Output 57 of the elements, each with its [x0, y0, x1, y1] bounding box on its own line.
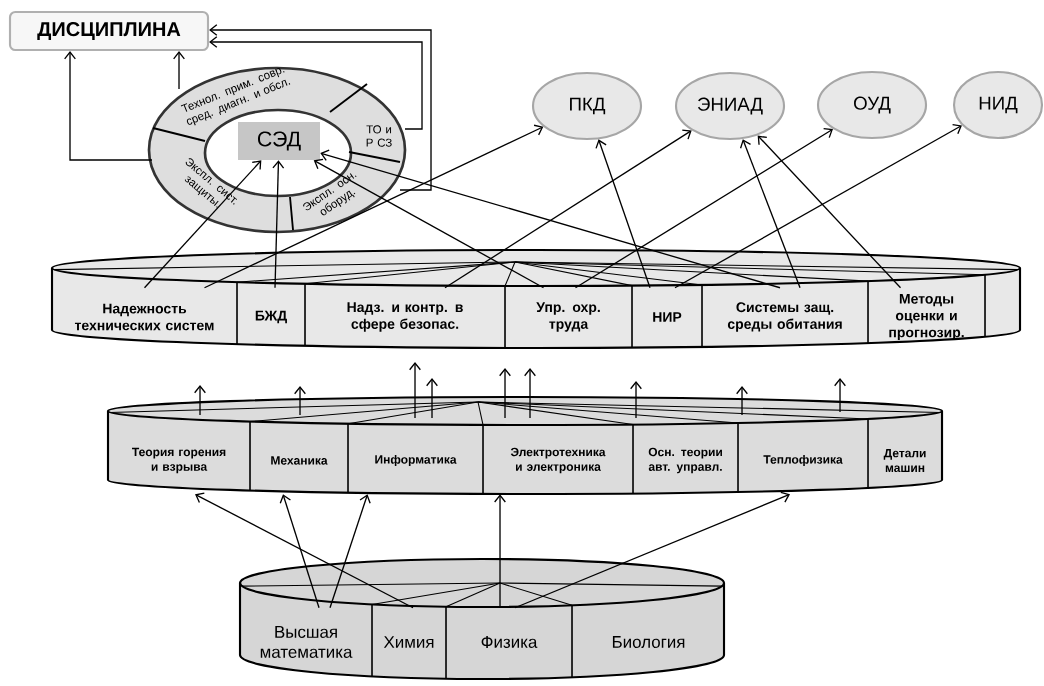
discipline-box: ДИСЦИПЛИНА: [8, 10, 210, 52]
arrow: [736, 386, 748, 416]
disc-drawing: [238, 557, 726, 681]
arrow: [294, 386, 306, 416]
arrow: [674, 123, 962, 289]
arrow: [426, 378, 438, 419]
arrow: [209, 36, 423, 130]
arrow: [444, 129, 692, 289]
arrow: [195, 492, 414, 609]
segment-label: Биология: [612, 636, 685, 648]
arrow: [313, 158, 545, 289]
arrow: [194, 385, 206, 416]
arrow: [595, 139, 651, 289]
arrow: [143, 160, 262, 289]
segment-label: Надежность технических систем: [74, 303, 214, 331]
arrow: [514, 491, 790, 609]
segment-label: Высшая математика: [260, 626, 353, 658]
arrow: [173, 51, 185, 90]
oval-node: НИД: [952, 70, 1044, 140]
arrow: [409, 362, 421, 419]
segment-label: Теплофизика: [763, 454, 843, 467]
arrow: [757, 135, 902, 289]
arrow: [203, 124, 544, 289]
arrow: [272, 160, 285, 289]
arrow: [279, 494, 320, 609]
segment-label: Упр. охр. труда: [536, 302, 600, 332]
arrow: [574, 127, 833, 289]
segment-label: НИР: [653, 312, 682, 322]
arrow: [209, 24, 432, 191]
segment-label: Системы защ. среды обитания: [727, 302, 842, 332]
disc-drawing: [50, 248, 1022, 350]
segment-label: Методы оценки и прогнозир.: [889, 293, 964, 341]
disc-drawing: [106, 395, 944, 496]
center-box: СЭД: [238, 122, 320, 160]
arrow: [329, 494, 371, 609]
segment-label: БЖД: [255, 310, 287, 324]
segment-label: Электротехника и электроника: [510, 447, 606, 474]
arrow: [834, 378, 846, 413]
arrow: [499, 368, 511, 419]
oval-node: ПКД: [531, 71, 643, 141]
arrow: [320, 149, 781, 289]
segment-label: Химия: [383, 636, 434, 648]
arrow: [739, 139, 801, 289]
arrow: [494, 494, 506, 609]
segment-label: Надз. и контр. в сфере безопас.: [347, 302, 463, 332]
segment-label: Физика: [481, 636, 538, 648]
ring-segment-label: ТО и Р СЗ: [366, 125, 392, 147]
segment-label: Осн. теории авт. управл.: [648, 447, 722, 474]
arrow: [630, 381, 642, 419]
segment-label: Механика: [271, 456, 328, 465]
arrow: [64, 51, 153, 161]
segment-label: Детали машин: [883, 449, 926, 473]
oval-node: ЭНИАД: [674, 71, 786, 141]
oval-node: ОУД: [816, 70, 928, 140]
segment-label: Информатика: [375, 454, 457, 467]
segment-label: Теория горения и взрыва: [132, 447, 226, 474]
arrow: [524, 368, 536, 419]
